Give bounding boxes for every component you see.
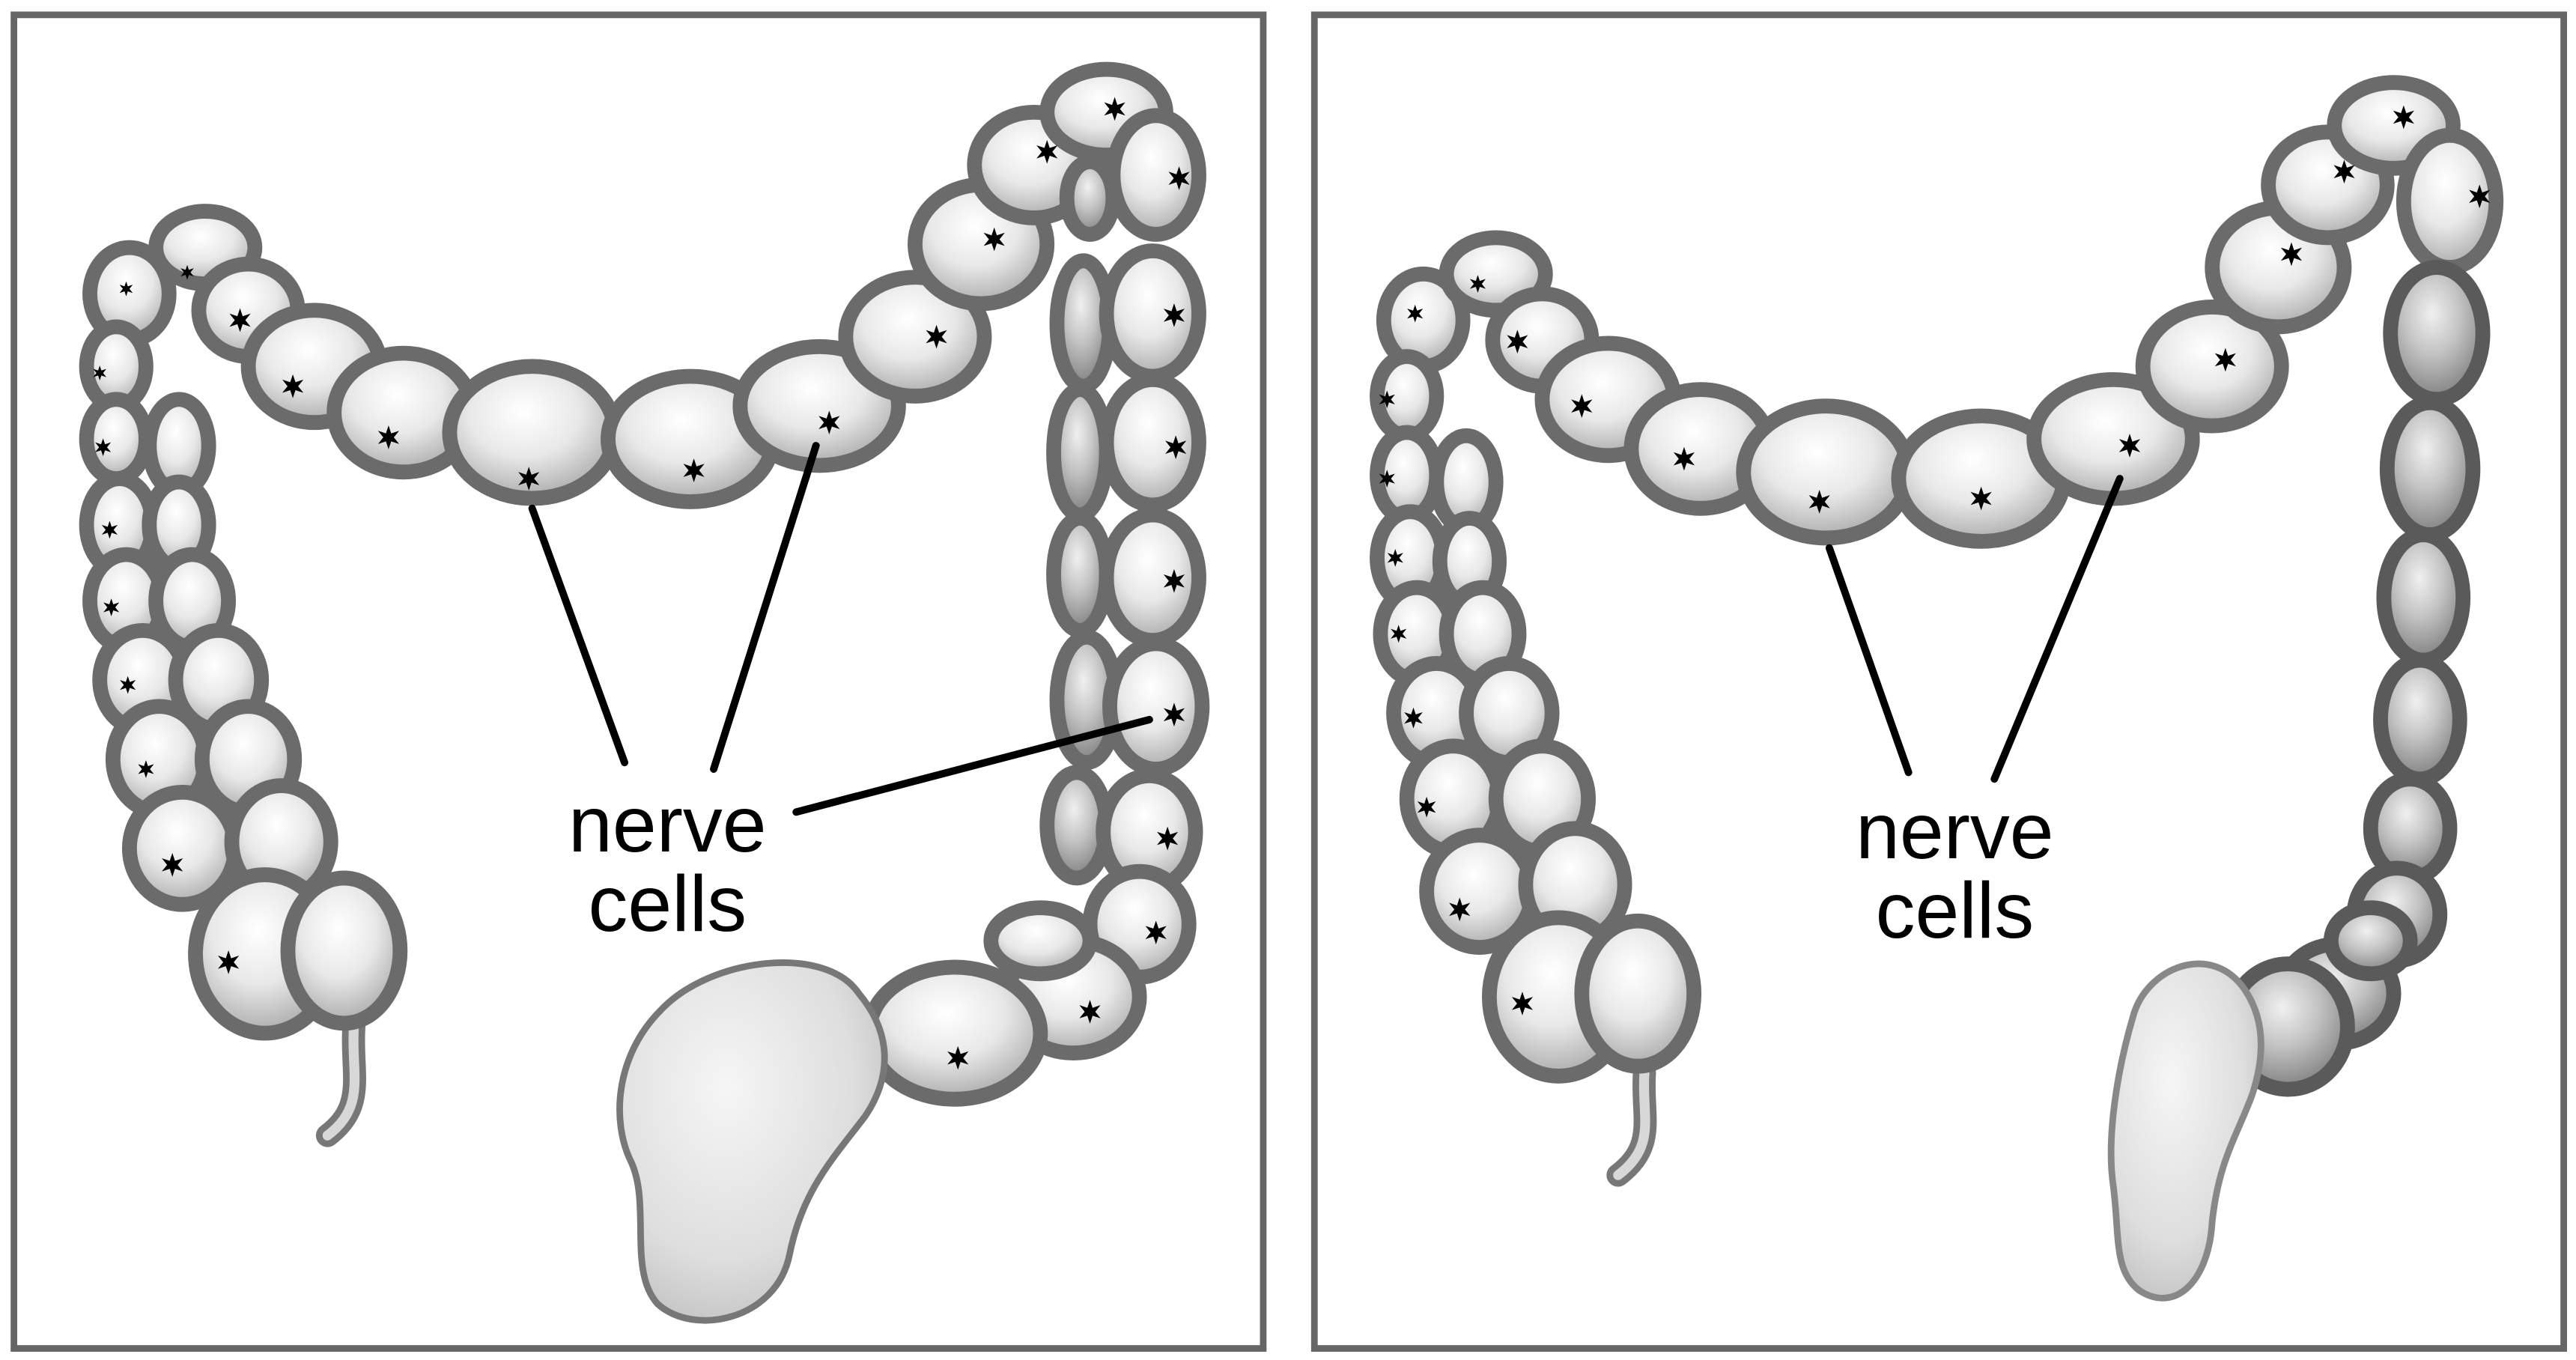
panel-right: nerve cells <box>1310 11 2568 1352</box>
rectum <box>2107 960 2264 1302</box>
panel-left-leaders <box>528 442 1153 816</box>
panel-left-label-line2: cells <box>589 860 747 948</box>
panel-left-label-line1: nerve <box>568 780 767 869</box>
panel-right-colon <box>1370 75 2504 1302</box>
descending-colon <box>1082 108 1210 985</box>
transverse-colon <box>1534 75 2461 549</box>
panel-left-colon <box>79 61 1210 1324</box>
panel-left: nerve cells <box>10 11 1267 1352</box>
ascending-colon <box>79 240 408 1041</box>
panel-right-label-line1: nerve <box>1856 787 2054 875</box>
sigmoid-colon <box>861 900 1147 1107</box>
ascending-colon <box>1370 266 1702 1084</box>
panel-right-leaders <box>1825 475 2124 783</box>
rectum <box>616 959 888 1324</box>
panel-right-label-line2: cells <box>1876 866 2035 955</box>
